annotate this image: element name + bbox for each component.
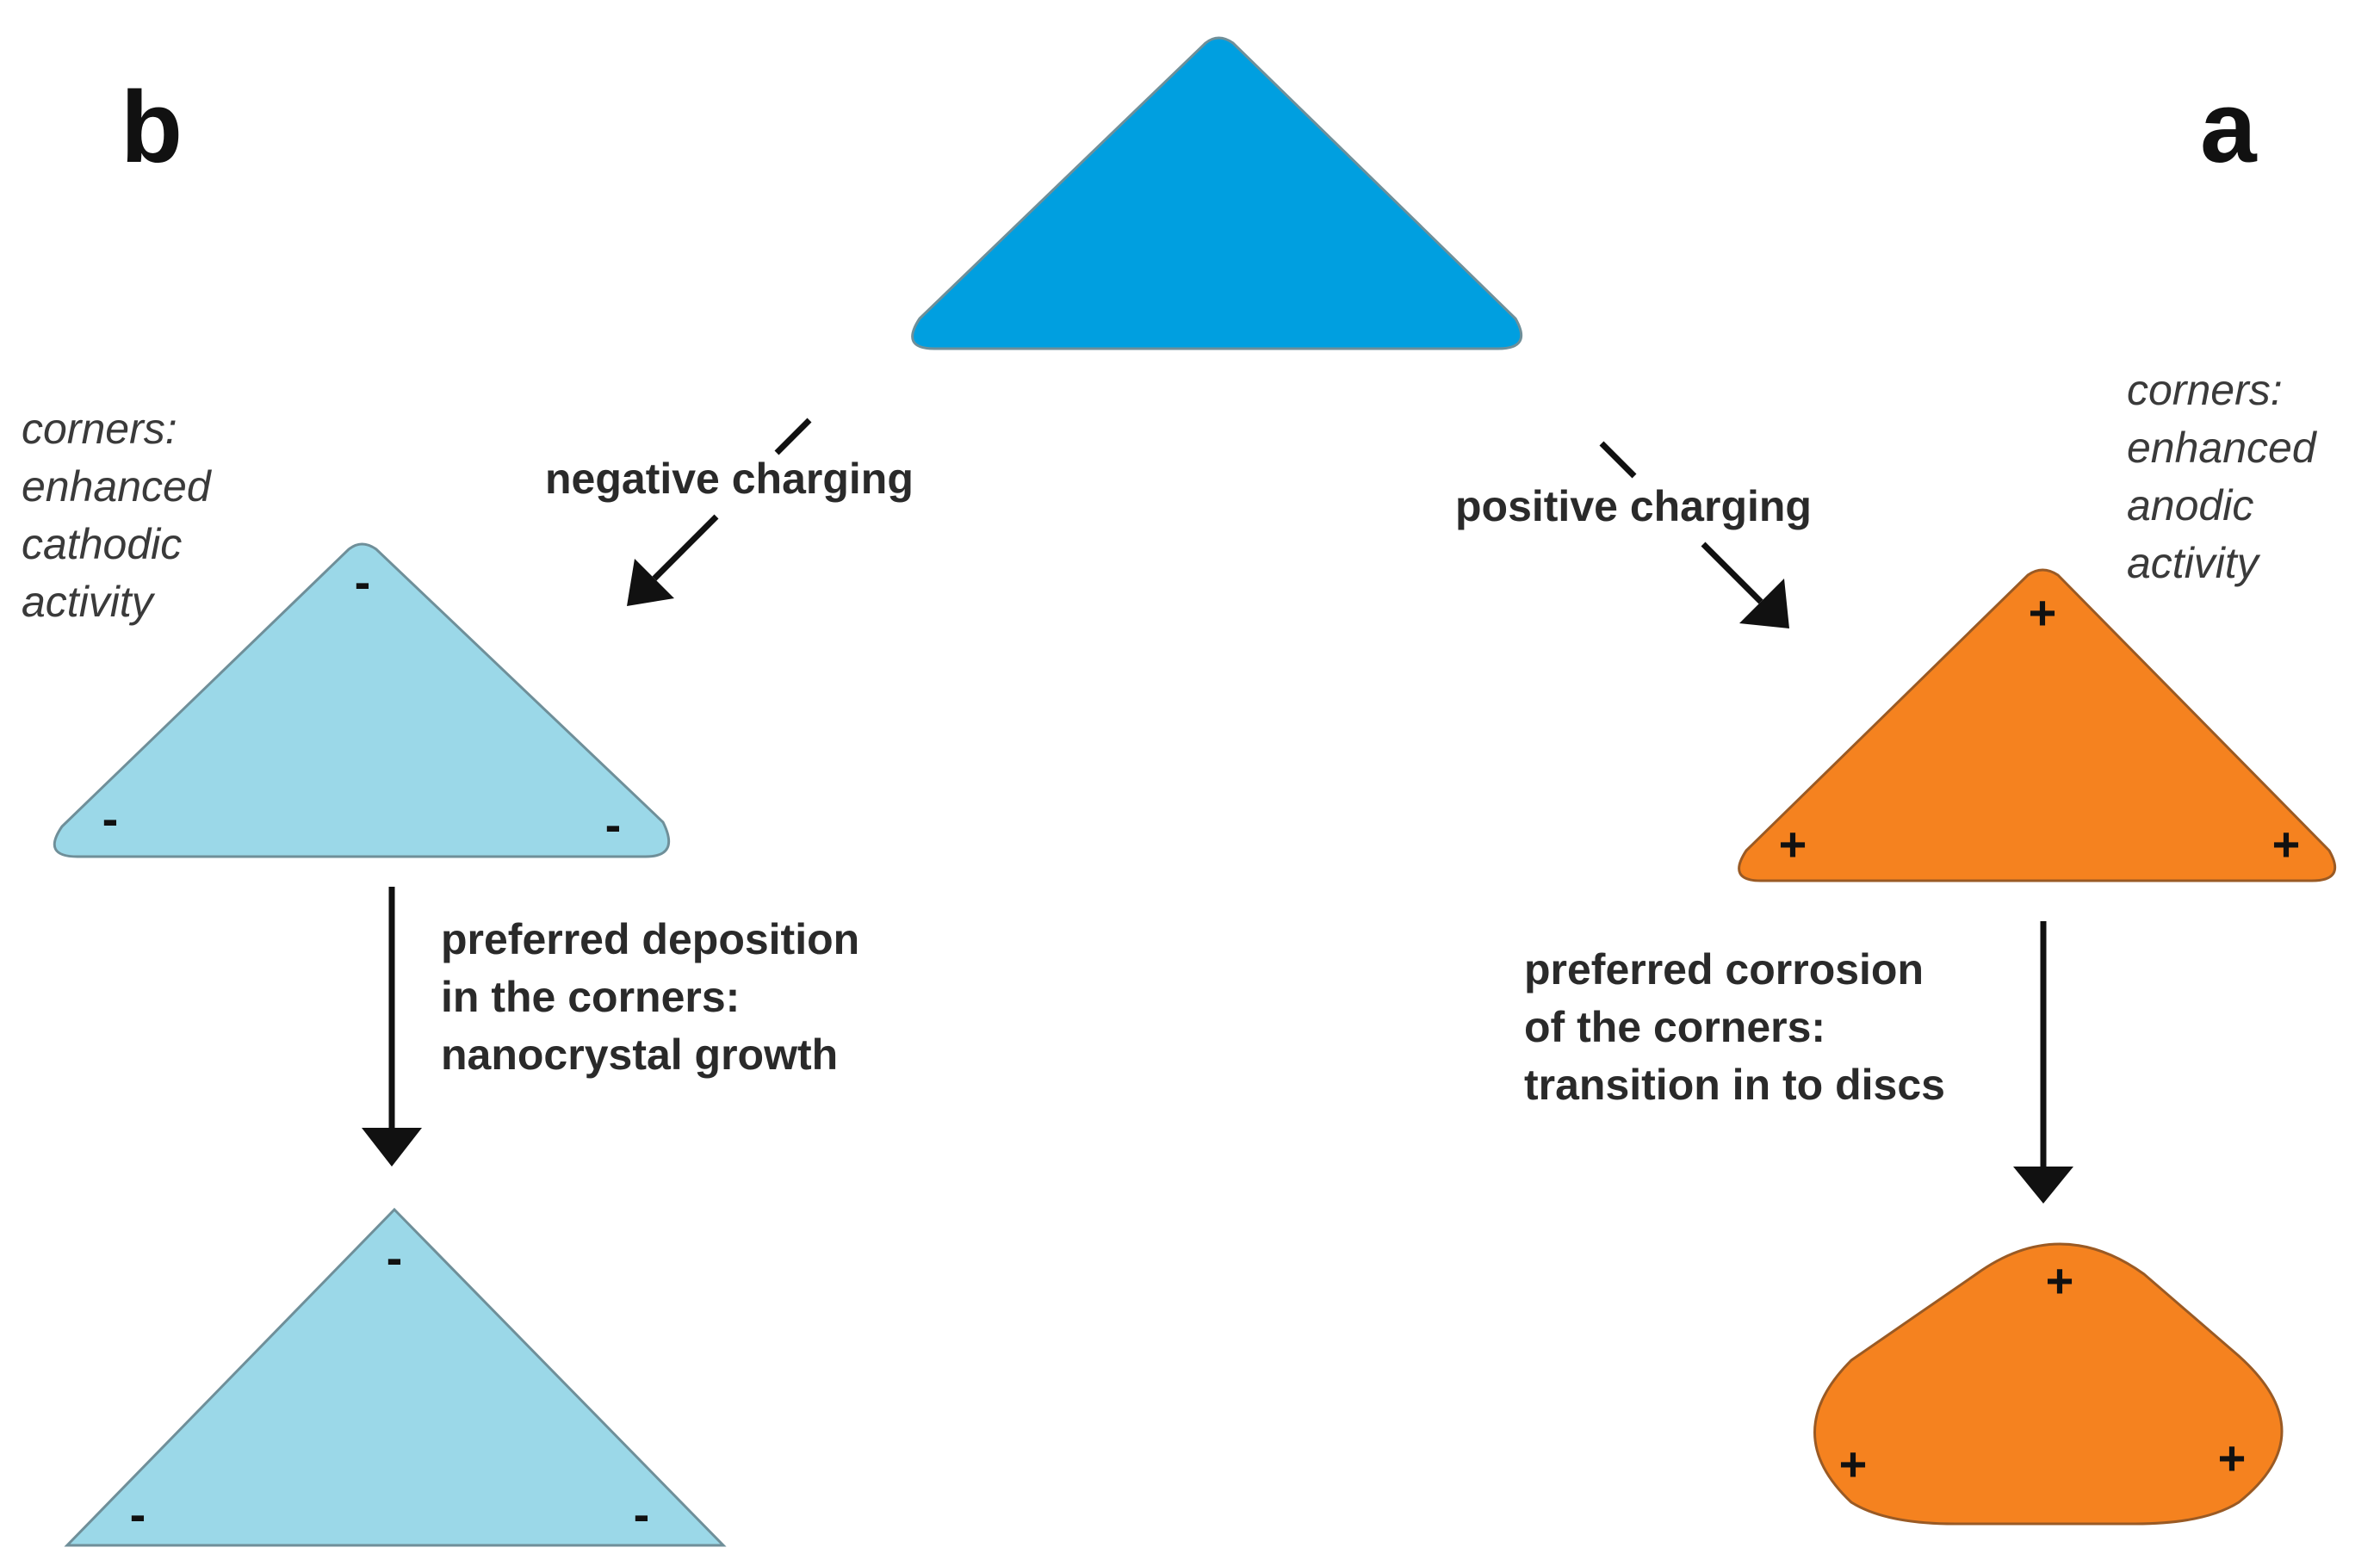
positive-charge-right-bottom: + (2218, 1431, 2247, 1485)
positive-charging-arrow-tail (1599, 441, 1637, 479)
negative-charge-left-bottom: - (130, 1487, 146, 1541)
positive-charging-arrow-shaft (1701, 542, 1763, 604)
negative-triangle-middle (53, 542, 671, 858)
positive-charging-label: positive charging (1455, 482, 1812, 530)
positive-charge-left-middle: + (1779, 817, 1807, 871)
negative-charging-arrow-shaft (652, 514, 719, 581)
deposition-label-line-3: nanocrystal growth (441, 1031, 838, 1079)
left-annotation: corners: enhanced cathodic activity (22, 405, 213, 626)
corrosion-arrowhead (2013, 1167, 2073, 1204)
positive-charge-right-middle: + (2272, 817, 2301, 871)
positive-charging-arrowhead (1739, 579, 1789, 628)
positive-triangle-middle (1738, 568, 2337, 882)
positive-charge-left-bottom: + (1839, 1437, 1868, 1491)
negative-charge-top-bottom: - (387, 1230, 403, 1284)
right-annotation-line-1: corners: (2127, 366, 2283, 414)
panel-label-b: b (121, 71, 183, 184)
deposition-label-line-1: preferred deposition (441, 915, 859, 963)
corrosion-label-line-2: of the corners: (1524, 1003, 1825, 1051)
panel-label-a: a (2200, 71, 2258, 184)
original-triangle (911, 36, 1523, 350)
negative-charging-label: negative charging (545, 455, 914, 503)
corrosion-label-line-3: transition in to discs (1524, 1061, 1945, 1109)
negative-charging-arrow-tail (774, 418, 812, 455)
positive-charge-top-middle: + (2029, 585, 2057, 640)
negative-triangle-bottom (64, 1207, 727, 1547)
deposition-label-line-2: in the corners: (441, 973, 740, 1021)
negative-charging-arrowhead (627, 559, 674, 606)
right-annotation-line-4: activity (2127, 539, 2261, 587)
positive-charge-top-bottom: + (2046, 1253, 2074, 1308)
left-annotation-line-3: cathodic (22, 520, 182, 568)
right-annotation-line-2: enhanced (2127, 424, 2318, 472)
deposition-arrowhead (362, 1128, 422, 1167)
right-annotation: corners: enhanced anodic activity (2127, 366, 2318, 587)
negative-charge-right-middle: - (605, 797, 622, 851)
left-annotation-line-1: corners: (22, 405, 177, 453)
positive-disc-bottom (1813, 1242, 2284, 1526)
right-annotation-line-3: anodic (2127, 481, 2253, 529)
negative-charge-left-middle: - (102, 791, 119, 845)
corrosion-label-line-1: preferred corrosion (1524, 945, 1924, 993)
negative-charge-right-bottom: - (634, 1487, 650, 1541)
left-annotation-line-2: enhanced (22, 462, 213, 511)
negative-charge-top-middle: - (355, 554, 371, 609)
left-annotation-line-4: activity (22, 578, 156, 626)
